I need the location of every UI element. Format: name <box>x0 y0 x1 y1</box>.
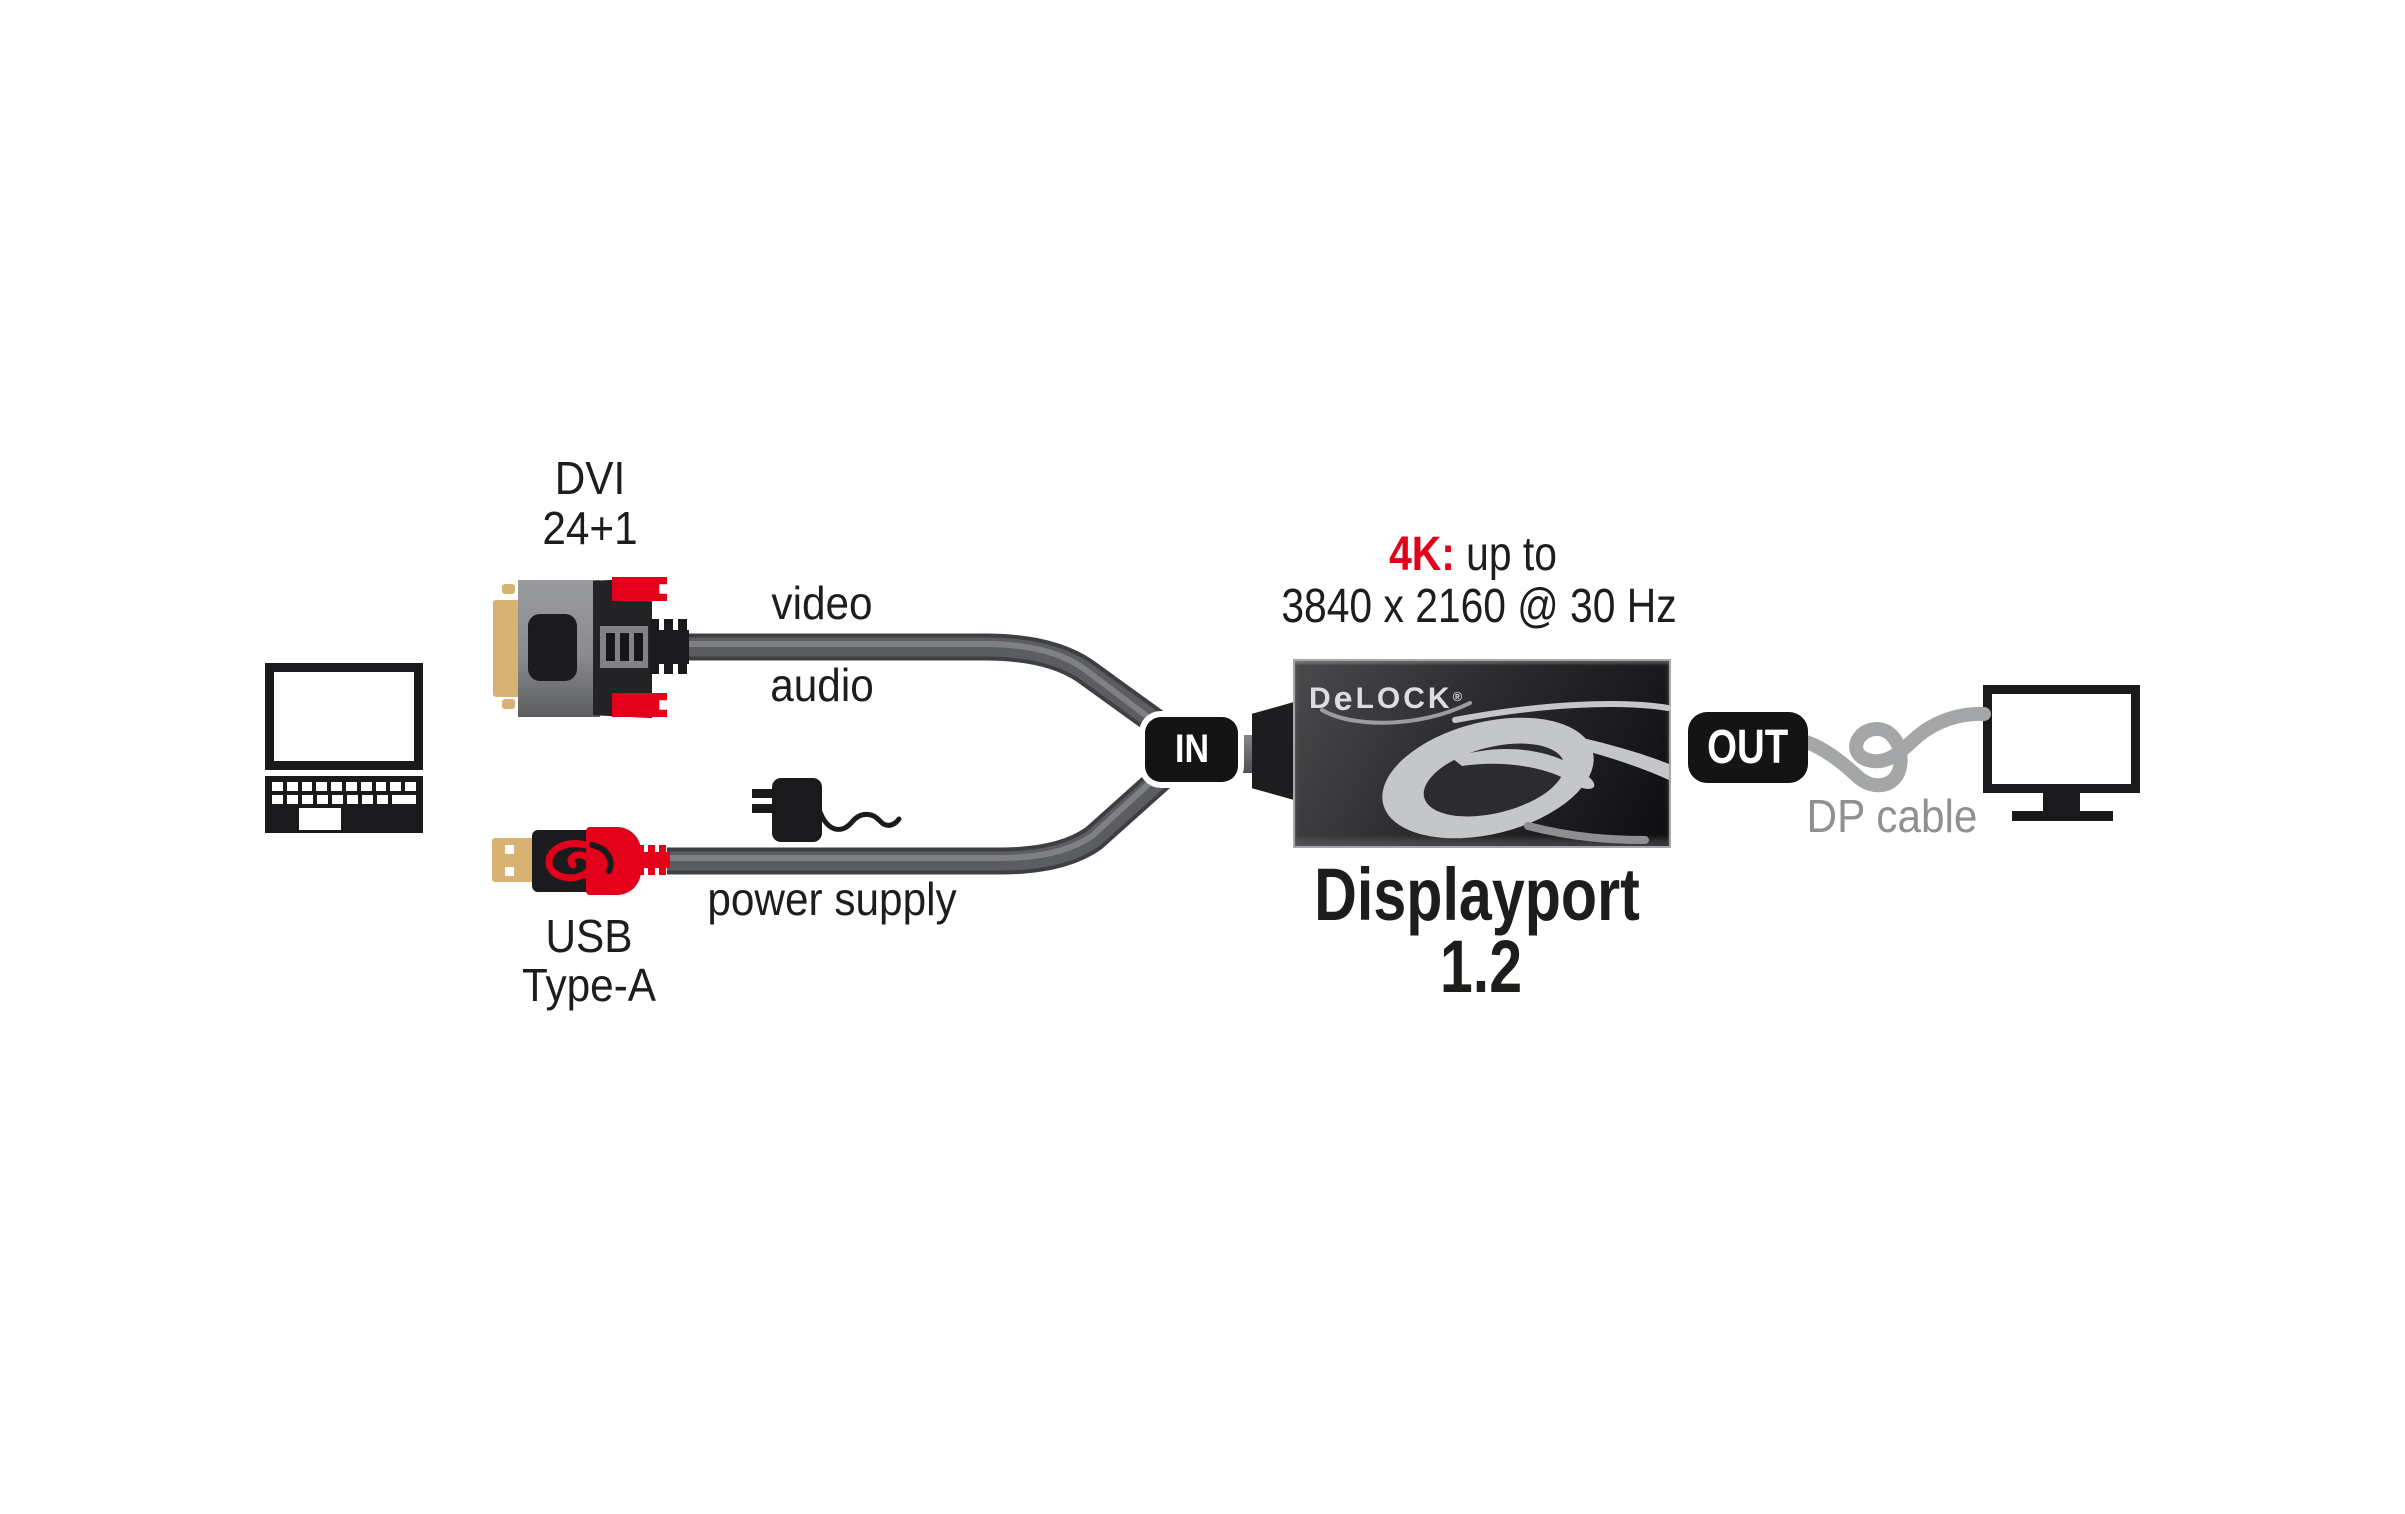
brand-letter-d: D <box>1309 682 1334 715</box>
adapter-input-stub <box>1236 735 1256 773</box>
brand-letters-lock: LOCK <box>1355 682 1453 715</box>
registered-mark: ® <box>1452 689 1463 704</box>
dvi-body-slot <box>528 614 577 681</box>
keyboard-key <box>272 782 283 791</box>
video-audio-cable <box>686 633 1176 742</box>
audio-label: audio <box>770 659 874 711</box>
in-badge-label: IN <box>1174 727 1209 771</box>
usb-body-red <box>586 827 641 895</box>
power-plug-prong <box>752 789 774 798</box>
usb-body-black <box>532 830 590 892</box>
out-badge-label: OUT <box>1707 721 1789 774</box>
keyboard-key <box>316 795 328 804</box>
laptop-screen <box>265 663 423 770</box>
power-cord-squiggle <box>817 809 902 832</box>
keyboard-key <box>391 795 417 804</box>
laptop-touchpad <box>299 808 341 830</box>
power-plug-prong <box>752 804 774 813</box>
dvi-label-line2: 24+1 <box>542 502 638 554</box>
keyboard-key <box>376 795 388 804</box>
keyboard-key <box>286 795 298 804</box>
dvi-thumbscrew <box>612 693 667 717</box>
keyboard-key <box>272 795 283 804</box>
brand-swirl-e: e <box>1333 680 1356 718</box>
power-supply-label: power supply <box>707 873 957 925</box>
dvi-strain-relief <box>650 619 689 674</box>
keyboard-key <box>331 782 342 791</box>
dvi-gold-plate <box>493 600 519 697</box>
usb-label-line1: USB <box>545 910 633 962</box>
keyboard-key <box>405 782 416 791</box>
keyboard-key <box>316 782 328 791</box>
spec-4k-highlight: 4K: <box>1389 528 1455 581</box>
dvi-gold-pin <box>502 584 515 594</box>
keyboard-key <box>361 795 373 804</box>
dvi-gold-pin <box>502 699 515 709</box>
delock-brand-logo: DeLOCK® <box>1309 680 1463 718</box>
monitor-screen <box>1983 685 2140 793</box>
in-badge: IN <box>1145 717 1238 782</box>
usb-plug-hole <box>505 845 514 854</box>
keyboard-key <box>286 782 298 791</box>
dvi-label-line1: DVI <box>554 452 626 504</box>
usb-plug-hole <box>505 867 514 876</box>
adapter-input-connector <box>1252 702 1294 800</box>
usb-strain-relief <box>637 845 670 875</box>
dvi-label: DVI 24+1 <box>538 453 642 553</box>
keyboard-row <box>272 782 416 791</box>
adapter-box: DeLOCK® <box>1293 659 1671 848</box>
usb-type-a-label: USB Type-A <box>516 912 662 1010</box>
keyboard-key <box>375 782 387 791</box>
keyboard-row <box>272 795 417 804</box>
usb-label-line2: Type-A <box>521 959 657 1011</box>
keyboard-key <box>390 782 402 791</box>
spec-resolution: 3840 x 2160 @ 30 Hz <box>1281 580 1677 633</box>
keyboard-key <box>346 795 358 804</box>
dvi-grip-slot <box>620 633 629 661</box>
power-plug-body <box>772 778 822 842</box>
monitor-stand-base <box>2012 811 2113 821</box>
product-name: Displayport <box>1314 853 1640 936</box>
dp-cable-label: DP cable <box>1806 790 1978 842</box>
keyboard-key <box>331 795 343 804</box>
video-label: video <box>771 577 873 629</box>
out-badge: OUT <box>1688 712 1808 783</box>
dvi-grip-slot <box>606 633 615 661</box>
dp-cable-squiggle <box>1799 706 1991 793</box>
dvi-grip-slot <box>634 633 643 661</box>
spec-4k-line: 4K: up to <box>1374 530 1571 580</box>
dvi-thumbscrew <box>612 577 667 601</box>
spec-4k-suffix: up to <box>1454 528 1557 581</box>
keyboard-key <box>360 782 372 791</box>
keyboard-key <box>301 782 313 791</box>
keyboard-key <box>301 795 313 804</box>
product-version: 1.2 <box>1439 925 1523 1008</box>
usb-power-cable <box>667 759 1180 875</box>
laptop-keyboard-base <box>265 776 423 833</box>
keyboard-key <box>345 782 357 791</box>
monitor-stand-neck <box>2043 793 2080 812</box>
